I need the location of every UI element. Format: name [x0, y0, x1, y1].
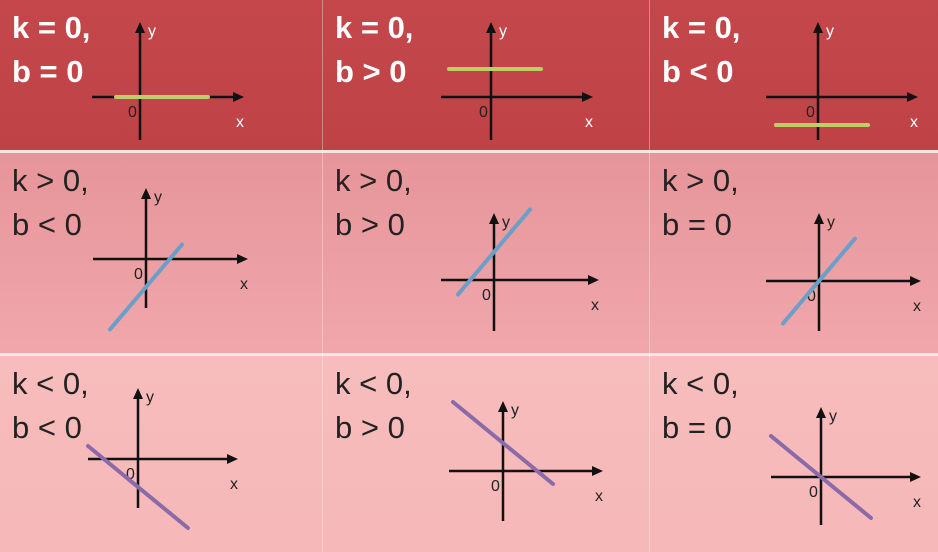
x-axis-arrow-icon: [907, 92, 918, 102]
case-cell: k < 0, b < 0 x y 0: [0, 353, 322, 552]
b-condition: b > 0: [335, 207, 405, 242]
x-axis-label: x: [585, 114, 593, 131]
x-axis-arrow-icon: [237, 254, 248, 264]
function-line: [781, 236, 857, 326]
condition-label: k > 0, b < 0: [12, 159, 89, 247]
origin-label: 0: [806, 104, 815, 121]
coordinate-plot: x y 0: [441, 22, 593, 140]
condition-label: k > 0, b = 0: [662, 159, 739, 247]
coordinate-plot: x y 0: [449, 400, 603, 521]
y-axis-arrow-icon: [135, 22, 145, 33]
y-axis-label: y: [499, 23, 507, 40]
case-cell: k > 0, b > 0 x y 0: [322, 150, 649, 353]
y-axis-arrow-icon: [133, 388, 143, 399]
function-line: [769, 434, 873, 520]
y-axis-arrow-icon: [486, 22, 496, 33]
coordinate-plot: x y 0: [93, 188, 248, 332]
coordinate-plot: x y 0: [441, 207, 599, 331]
b-condition: b = 0: [12, 54, 84, 89]
k-condition: k > 0,: [12, 163, 89, 198]
origin-label: 0: [482, 287, 491, 304]
y-axis-label: y: [502, 214, 510, 231]
k-condition: k > 0,: [662, 163, 739, 198]
k-condition: k < 0,: [335, 366, 412, 401]
b-condition: b = 0: [662, 207, 732, 242]
x-axis-arrow-icon: [910, 472, 921, 482]
origin-label: 0: [807, 288, 816, 305]
x-axis-label: x: [913, 494, 921, 511]
origin-label: 0: [491, 478, 500, 495]
x-axis-label: x: [236, 114, 244, 131]
origin-label: 0: [128, 104, 137, 121]
y-axis-label: y: [146, 389, 154, 406]
y-axis-label: y: [829, 408, 837, 425]
condition-label: k = 0, b > 0: [335, 6, 413, 94]
x-axis-label: x: [591, 297, 599, 314]
k-condition: k = 0,: [12, 10, 91, 45]
b-condition: b > 0: [335, 410, 405, 445]
coordinate-plot: x y 0: [92, 22, 244, 140]
b-condition: b < 0: [662, 54, 734, 89]
k-condition: k = 0,: [335, 10, 414, 45]
x-axis-arrow-icon: [233, 92, 244, 102]
k-condition: k = 0,: [662, 10, 741, 45]
x-axis-label: x: [910, 114, 918, 131]
condition-label: k > 0, b > 0: [335, 159, 412, 247]
function-line: [456, 207, 532, 297]
case-cell: k = 0, b > 0 x y 0: [322, 0, 649, 150]
coordinate-plot: x y 0: [766, 22, 918, 140]
case-cell: k = 0, b = 0 x y 0: [0, 0, 322, 150]
condition-label: k = 0, b = 0: [12, 6, 90, 94]
y-axis-arrow-icon: [141, 188, 151, 199]
coordinate-plot: x y 0: [86, 388, 238, 530]
case-cell: k > 0, b = 0 x y 0: [649, 150, 938, 353]
coordinate-plot: x y 0: [766, 213, 921, 331]
function-line: [108, 242, 184, 332]
origin-label: 0: [809, 484, 818, 501]
b-condition: b < 0: [12, 410, 82, 445]
coordinate-plot: x y 0: [769, 407, 921, 525]
x-axis-label: x: [230, 476, 238, 493]
k-condition: k > 0,: [335, 163, 412, 198]
b-condition: b > 0: [335, 54, 407, 89]
condition-label: k = 0, b < 0: [662, 6, 740, 94]
k-condition: k < 0,: [12, 366, 89, 401]
x-axis-label: x: [595, 488, 603, 505]
y-axis-label: y: [827, 214, 835, 231]
y-axis-label: y: [826, 23, 834, 40]
k-condition: k < 0,: [662, 366, 739, 401]
x-axis-arrow-icon: [227, 454, 238, 464]
y-axis-arrow-icon: [813, 22, 823, 33]
case-cell: k < 0, b > 0 x y 0: [322, 353, 649, 552]
x-axis-label: x: [240, 276, 248, 293]
b-condition: b = 0: [662, 410, 732, 445]
function-line: [86, 444, 190, 530]
y-axis-arrow-icon: [814, 213, 824, 224]
x-axis-arrow-icon: [910, 276, 921, 286]
y-axis-label: y: [154, 189, 162, 206]
y-axis-arrow-icon: [489, 213, 499, 224]
condition-label: k < 0, b = 0: [662, 362, 739, 450]
y-axis-arrow-icon: [816, 407, 826, 418]
x-axis-arrow-icon: [588, 275, 599, 285]
x-axis-arrow-icon: [582, 92, 593, 102]
y-axis-label: y: [511, 402, 519, 419]
x-axis-label: x: [913, 298, 921, 315]
case-cell: k < 0, b = 0 x y 0: [649, 353, 938, 552]
condition-label: k < 0, b > 0: [335, 362, 412, 450]
b-condition: b < 0: [12, 207, 82, 242]
x-axis-arrow-icon: [592, 466, 603, 476]
origin-label: 0: [134, 266, 143, 283]
function-line: [451, 400, 555, 486]
origin-label: 0: [479, 104, 488, 121]
y-axis-arrow-icon: [498, 401, 508, 412]
case-cell: k > 0, b < 0 x y 0: [0, 150, 322, 353]
origin-label: 0: [126, 466, 135, 483]
case-cell: k = 0, b < 0 x y 0: [649, 0, 938, 150]
y-axis-label: y: [148, 23, 156, 40]
condition-label: k < 0, b < 0: [12, 362, 89, 450]
